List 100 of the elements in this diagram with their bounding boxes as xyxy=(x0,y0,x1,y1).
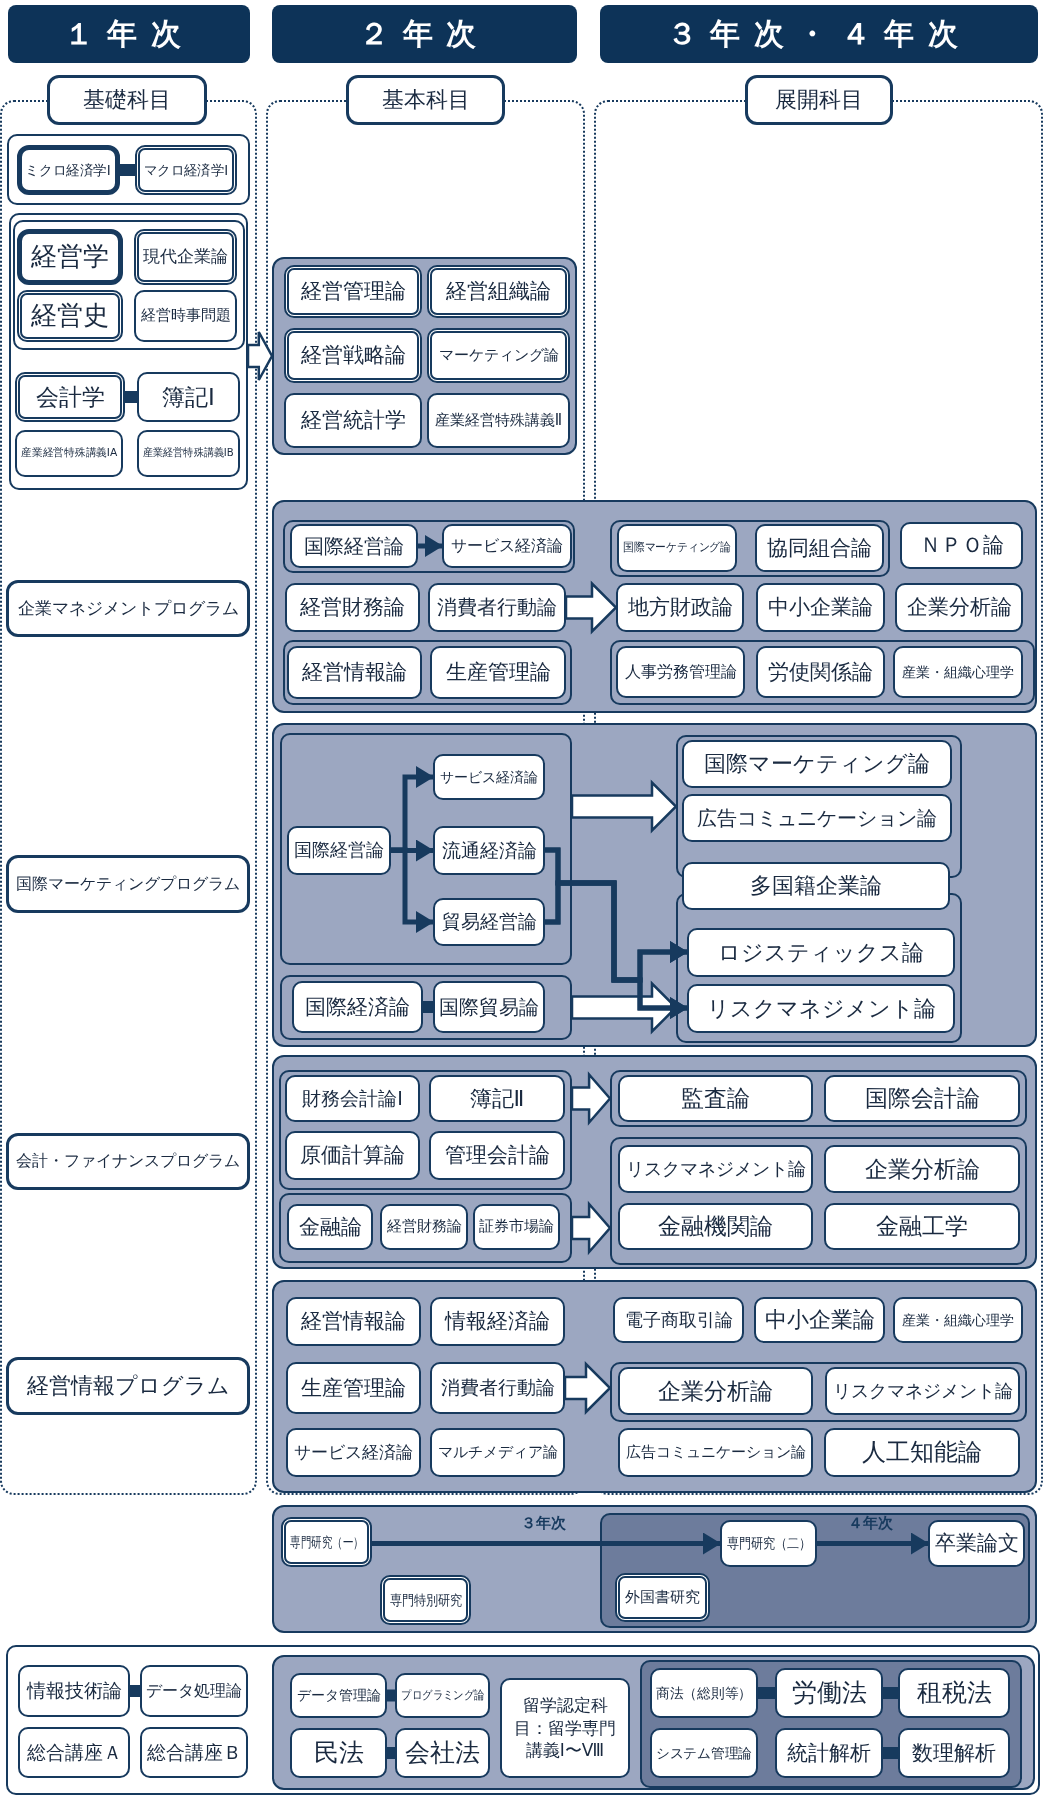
course-box xyxy=(285,1075,420,1122)
year-header-bar xyxy=(272,5,577,63)
course-name: サービス経済論 xyxy=(294,1442,413,1463)
program-label-box xyxy=(6,580,250,637)
arrow xyxy=(545,880,688,1019)
course-box xyxy=(775,1728,883,1778)
course-name: 管理会計論 xyxy=(444,1143,550,1168)
course-box xyxy=(650,1728,758,1778)
course-box xyxy=(682,740,952,788)
course-box xyxy=(286,1297,421,1346)
course-box xyxy=(290,524,418,568)
course-box xyxy=(433,754,545,800)
course-name: リスクマネジメント論 xyxy=(706,995,936,1022)
course-box xyxy=(430,646,566,699)
course-group-box xyxy=(610,1070,1027,1127)
course-name: システム管理論 xyxy=(656,1744,752,1762)
course-name: 経営情報論 xyxy=(302,660,407,685)
course-box xyxy=(285,583,420,632)
course-box xyxy=(285,1131,420,1180)
course-name: 労働法 xyxy=(791,1678,867,1708)
course-box xyxy=(433,981,545,1033)
course-box xyxy=(428,583,566,632)
course-box xyxy=(290,1728,387,1778)
course-name: 国際貿易論 xyxy=(439,995,539,1019)
course-name: 経営時事問題 xyxy=(140,307,231,325)
course-name: 外国書研究 xyxy=(625,1588,700,1607)
course-name: 経営財務論 xyxy=(300,595,405,620)
course-name: 地方財政論 xyxy=(627,595,733,620)
course-name: 貿易経営論 xyxy=(441,911,537,933)
course-name: マルチメディア論 xyxy=(437,1443,558,1462)
block-arrow xyxy=(570,1200,612,1256)
block-arrow xyxy=(570,779,678,834)
course-box xyxy=(17,145,120,195)
course-box xyxy=(824,1203,1020,1250)
course-name: 情報技術論 xyxy=(26,1680,122,1702)
course-name: 現代企業論 xyxy=(143,247,228,267)
course-name: ミクロ経済学Ⅰ xyxy=(25,161,112,179)
course-box xyxy=(15,430,123,477)
course-box xyxy=(928,1520,1025,1567)
course-name: 金融論 xyxy=(298,1214,362,1240)
course-name: 経営財務論 xyxy=(386,1218,462,1236)
course-name: 経営管理論 xyxy=(300,279,406,304)
course-name: 産業経営特殊講義ⅠA xyxy=(21,447,117,460)
arrow xyxy=(418,535,443,557)
course-box xyxy=(287,826,391,875)
course-box xyxy=(754,1297,885,1343)
course-box xyxy=(898,1668,1010,1718)
course-box xyxy=(430,1428,565,1477)
course-box xyxy=(775,1668,883,1718)
connector-bar xyxy=(883,1687,898,1699)
arrow xyxy=(817,1532,929,1555)
course-name: 経営学 xyxy=(31,242,109,272)
connector-bar xyxy=(120,164,135,176)
course-name: 産業・組織心理学 xyxy=(902,663,1014,681)
block-arrow xyxy=(246,330,274,382)
course-name: 企業分析論 xyxy=(864,1155,980,1183)
course-name: 簿記Ⅱ xyxy=(469,1085,525,1112)
course-name: ロジスティックス論 xyxy=(718,939,924,966)
course-box xyxy=(618,1367,813,1415)
course-name: サービス経済論 xyxy=(440,768,538,786)
course-name: 会社法 xyxy=(405,1738,480,1768)
course-group-box xyxy=(640,1660,1022,1788)
program-label-box xyxy=(6,855,250,913)
course-name: 人事労務管理論 xyxy=(624,662,737,682)
course-name: 国際経営論 xyxy=(304,534,404,558)
course-name: 原価計算論 xyxy=(300,1143,405,1168)
course-group-box xyxy=(283,520,575,573)
program-panel xyxy=(272,257,577,455)
course-box xyxy=(900,522,1023,569)
course-name: 統計解析 xyxy=(787,1740,871,1766)
course-box xyxy=(720,1520,817,1567)
connector-bar xyxy=(387,1747,395,1759)
program-name: 経営情報プログラム xyxy=(26,1373,230,1399)
course-box xyxy=(825,1367,1020,1415)
course-group-box xyxy=(13,220,245,350)
year-label: １年次 xyxy=(63,16,195,52)
course-name: データ処理論 xyxy=(146,1681,242,1701)
course-box xyxy=(284,265,422,318)
course-name: 国際マーケティング論 xyxy=(704,751,930,777)
course-name: 消費者行動論 xyxy=(440,1377,555,1399)
course-name: 生産管理論 xyxy=(301,1375,406,1401)
course-group-box xyxy=(6,1645,1040,1795)
column-heading-box xyxy=(745,75,893,125)
program-name: 企業マネジメントプログラム xyxy=(17,598,239,619)
course-group-box xyxy=(600,1513,1030,1628)
connector-bar xyxy=(758,1687,775,1699)
course-name: 留学認定科目：留学専門講義Ⅰ〜Ⅷ xyxy=(513,1693,617,1763)
course-box xyxy=(682,862,950,910)
course-name: 証券市場論 xyxy=(479,1218,554,1236)
course-group-box xyxy=(279,1193,572,1263)
course-box xyxy=(134,290,237,342)
course-name: 消費者行動論 xyxy=(437,596,557,619)
course-name: 広告コミュニケーション論 xyxy=(697,806,937,830)
course-box xyxy=(824,1145,1020,1193)
course-box xyxy=(140,1665,248,1717)
course-group-box xyxy=(279,1070,572,1190)
course-box xyxy=(824,1428,1020,1477)
course-name: 経営情報論 xyxy=(301,1309,406,1334)
course-name: リスクマネジメント論 xyxy=(832,1380,1013,1402)
course-group-box xyxy=(610,1362,1027,1422)
